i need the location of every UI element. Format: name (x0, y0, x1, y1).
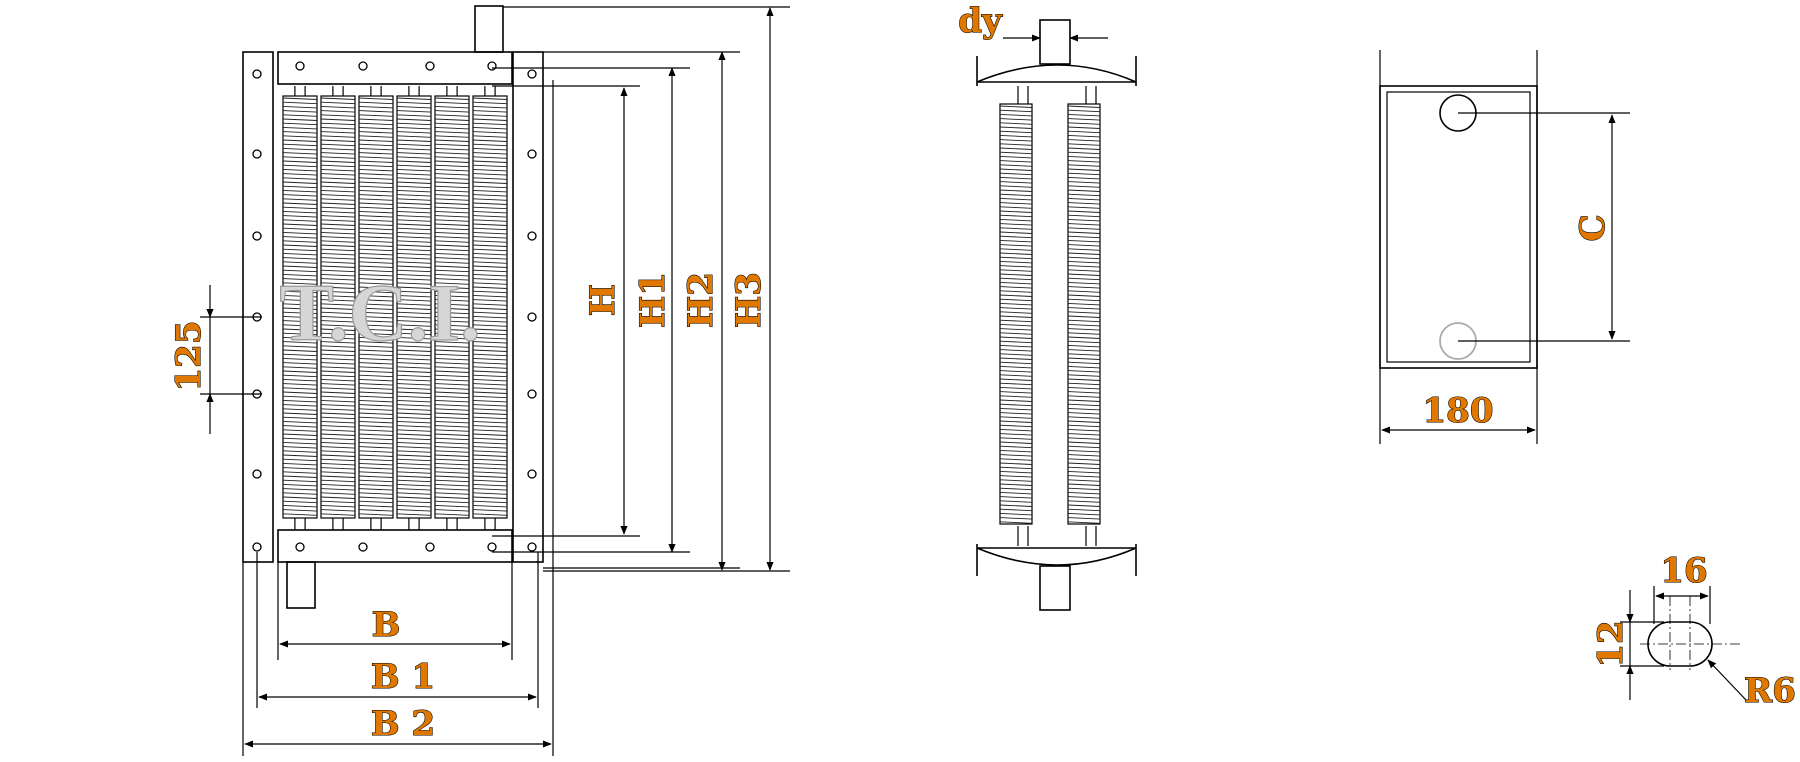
watermark: T.C.I. (279, 267, 480, 358)
left-flange (242, 51, 274, 563)
dim-h2-label: H2 (681, 272, 721, 328)
flange-outer (1379, 85, 1538, 369)
finned-tube (472, 86, 508, 530)
extension-lines (200, 6, 790, 756)
side-top-pipe (1039, 19, 1071, 65)
side-view: dy (958, 0, 1137, 611)
dim-h-label: H (583, 284, 623, 316)
finned-tube (396, 86, 432, 530)
flange-inner (1386, 91, 1531, 363)
dim-dy-label: dy (958, 1, 1003, 41)
dim-b-label: B (372, 605, 401, 645)
side-bottom-header (976, 547, 1137, 566)
dim-r6-leader (1707, 659, 1747, 701)
side-finned-tubes (999, 103, 1101, 525)
finned-tube (282, 86, 318, 530)
finned-tube-bank (282, 86, 508, 530)
finned-tube (434, 86, 470, 530)
header-holes (295, 61, 497, 552)
top-header (277, 51, 513, 85)
dim-h3-label: H3 (729, 272, 769, 328)
dim-h1-label: H1 (633, 272, 673, 328)
outlet-pipe (286, 561, 316, 609)
bottom-header (277, 529, 513, 563)
finned-tube (320, 86, 356, 530)
dim-b1-label: B 1 (371, 657, 435, 697)
dim-r6-label: R6 (1744, 671, 1796, 711)
finned-tube (1067, 103, 1101, 525)
flange-view: C 180 (1379, 50, 1630, 444)
dim-125-label: 125 (169, 321, 209, 392)
front-view: T.C.I. H H1 H2 (168, 5, 790, 756)
finned-tube (358, 86, 394, 530)
dim-16-label: 16 (1660, 551, 1707, 591)
side-top-header (976, 64, 1137, 83)
inlet-pipe (474, 5, 504, 53)
dim-12-label: 12 (1591, 620, 1631, 667)
dim-180-label: 180 (1423, 391, 1494, 431)
slot-detail: 16 12 R6 (1590, 550, 1796, 711)
side-bottom-pipe (1039, 565, 1071, 611)
right-flange (512, 51, 544, 563)
dim-c-label: C (1573, 214, 1613, 241)
finned-tube (999, 103, 1033, 525)
dim-b2-label: B 2 (371, 704, 435, 744)
